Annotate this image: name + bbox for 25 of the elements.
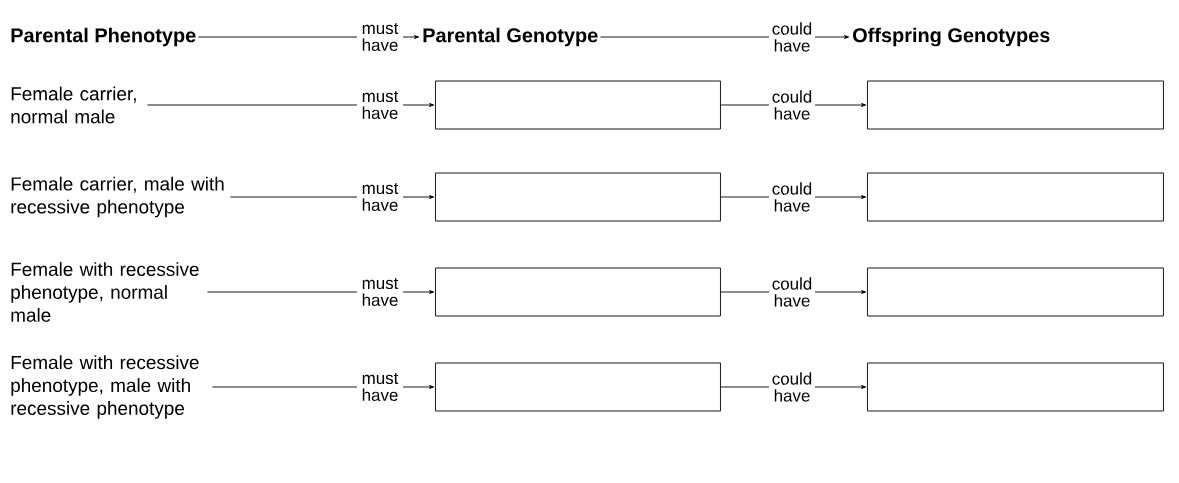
column-heading: Offspring Genotypes bbox=[853, 27, 1050, 47]
edge-label: could have bbox=[769, 21, 815, 53]
answer-box bbox=[867, 362, 1164, 412]
answer-box bbox=[435, 80, 721, 130]
answer-box bbox=[435, 362, 721, 412]
edge-label: could have bbox=[769, 89, 815, 121]
edge-label: could have bbox=[769, 371, 815, 403]
answer-box bbox=[435, 267, 721, 317]
edge-label: must have bbox=[357, 181, 403, 212]
edge-label: must have bbox=[357, 371, 403, 402]
row-label: Female with recessive phenotype, male with recessive phenotype bbox=[11, 355, 199, 419]
row-label: Female with recessive phenotype, normal male bbox=[11, 262, 199, 322]
answer-box bbox=[867, 267, 1164, 317]
column-heading: Parental Genotype bbox=[423, 27, 598, 47]
edge-label: could have bbox=[769, 181, 815, 213]
edge-label: could have bbox=[769, 276, 815, 308]
edge-label: must have bbox=[357, 89, 403, 120]
column-heading: Parental Phenotype bbox=[11, 27, 196, 47]
answer-box bbox=[435, 172, 721, 222]
row-label: Female carrier, normal male bbox=[11, 86, 136, 124]
answer-box bbox=[867, 80, 1164, 130]
edge-label: must have bbox=[357, 21, 403, 52]
answer-box bbox=[867, 172, 1164, 222]
edge-label: must have bbox=[357, 276, 403, 307]
row-label: Female carrier, male with recessive phenotype bbox=[11, 176, 224, 218]
